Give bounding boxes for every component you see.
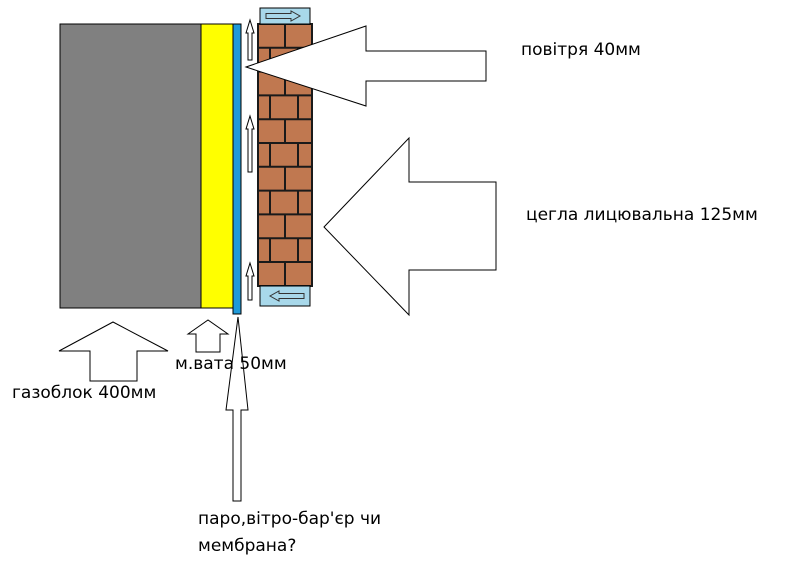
membrane-label-line1: паро,вітро-бар'єр чи [198, 509, 382, 529]
gasblock-pointer-arrow [58, 321, 169, 382]
up-arrow-icon [245, 18, 255, 61]
up-arrow-icon [245, 114, 255, 173]
right-arrow-icon [265, 10, 302, 22]
wool-label: м.вата 50мм [175, 354, 287, 374]
membrane-label-line2: мембрана? [198, 536, 297, 556]
vent-top [259, 7, 311, 25]
airflow-arrow-3 [245, 261, 255, 301]
membrane-pointer-arrow [225, 316, 249, 502]
air-gap-label: повітря 40мм [521, 40, 641, 60]
wool-layer [200, 23, 234, 309]
up-arrow-icon [245, 261, 255, 301]
wool-pointer-arrow [186, 319, 230, 353]
brick-pointer-arrow [323, 136, 497, 317]
left-arrow-icon [268, 290, 305, 302]
brick-label: цегла лицювальна 125мм [526, 205, 758, 225]
membrane-layer [232, 23, 242, 315]
air-pointer-arrow [244, 25, 487, 107]
vent-bottom [259, 285, 311, 307]
gasblock-label: газоблок 400мм [12, 383, 157, 403]
airflow-arrow-2 [245, 114, 255, 173]
airflow-arrow-1 [245, 18, 255, 61]
gasblock-layer [59, 23, 202, 309]
